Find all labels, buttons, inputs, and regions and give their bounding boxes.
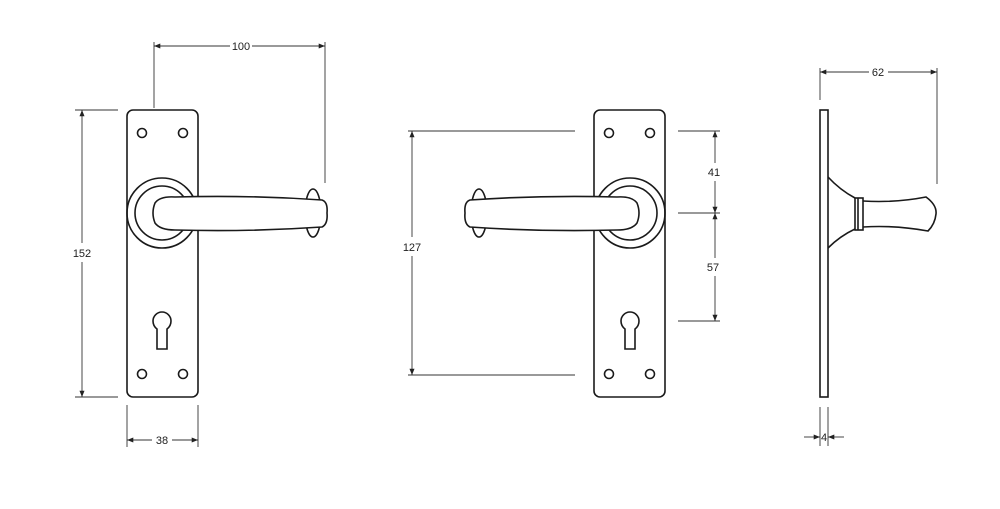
collar: [854, 197, 864, 231]
rear-view: 127 41 57: [403, 109, 720, 398]
dim-57: 57: [707, 262, 719, 274]
keyhole: [152, 311, 172, 350]
screw-holes: [136, 127, 189, 380]
dim-127: 127: [403, 242, 421, 254]
dim-62: 62: [872, 67, 884, 79]
side-view: 62 4: [804, 67, 938, 446]
dim-41: 41: [708, 167, 720, 179]
backplate: [126, 109, 199, 398]
front-view: 100 152 38: [73, 41, 328, 447]
dim-38: 38: [156, 435, 168, 447]
lever: [152, 195, 328, 232]
dim-4: 4: [821, 432, 827, 444]
dim-152: 152: [73, 248, 91, 260]
side-lever: [862, 196, 937, 232]
side-backplate: [819, 109, 829, 398]
dim-100: 100: [232, 41, 250, 53]
